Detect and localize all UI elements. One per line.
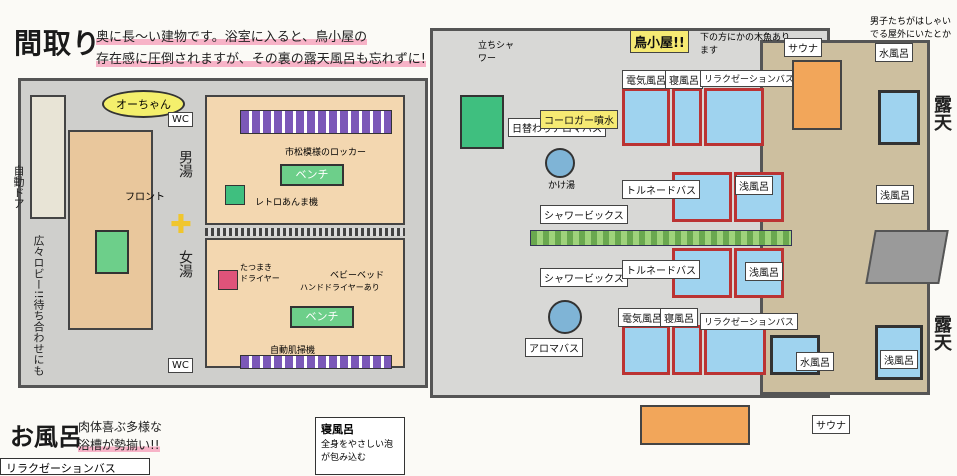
page-title: 間取り	[14, 27, 102, 60]
goldfish-label: コーロガー噴水	[540, 110, 618, 129]
lobby-area	[30, 95, 66, 219]
dryer	[218, 270, 238, 290]
men-note: 男子たちがはしゃいでる屋外にいたとか	[870, 17, 952, 40]
asa-top-label: 浅風呂	[735, 176, 773, 195]
roten-bath-top	[878, 90, 920, 145]
bird-house-note: 下の方にかの木魚あります	[700, 33, 791, 56]
auto-massager-label: 自動肌掃機	[270, 346, 316, 356]
ne-bath-bottom	[672, 325, 702, 375]
intro-line-2: 存在感に圧倒されますが、その裏の露天風呂も忘れずに!	[96, 48, 426, 67]
denki-bath-bottom	[622, 325, 670, 375]
roten-bottom-label: 露天	[931, 315, 952, 351]
intro-text-2b: 露天風呂も忘れずに!	[303, 52, 426, 67]
dryer-label-a: たつまき ドライヤー	[240, 263, 280, 283]
intro-text-1: 奥に長〜い建物です。浴室に入ると、鳥小屋の	[96, 30, 368, 45]
shower-box-top-label: シャワービックス	[540, 205, 628, 224]
tornado-top-label: トルネードバス	[622, 180, 700, 199]
sauna-top-label: サウナ	[784, 38, 822, 57]
asa-bottom-inner-label: 浅風呂	[745, 262, 783, 281]
massage-chair-label: レトロあんま機	[255, 198, 319, 208]
section-sub-1: 肉体喜ぶ多様な	[78, 420, 163, 434]
shower-top-label: 立ちシャワー	[478, 41, 515, 64]
aroma-bath-top	[460, 95, 504, 149]
ne-bath-card: 寝風呂 全身をやさしい泡が包み込む	[315, 417, 405, 475]
direction-arrow: ✚	[170, 210, 192, 240]
denki-bath-top	[622, 88, 670, 146]
bench-bottom: ベンチ	[290, 306, 354, 328]
sauna-bottom-label: サウナ	[812, 415, 850, 434]
intro-line-1: 奥に長〜い建物です。浴室に入ると、鳥小屋の	[96, 26, 368, 45]
mizu-top-label: 水風呂	[875, 43, 913, 62]
mens-bath-label: 男湯	[177, 150, 193, 178]
ne-top-label: 寝風呂	[665, 70, 703, 89]
wc-top-label: WC	[168, 112, 193, 127]
relax-top-label: リラクゼーションバス	[700, 70, 798, 87]
center-planter	[530, 230, 792, 246]
bottom-fountain	[548, 300, 582, 334]
front-counter	[95, 230, 129, 274]
asa-outdoor-bottom-label: 浅風呂	[880, 350, 918, 369]
denki-bottom-label: 電気風呂	[618, 308, 666, 327]
aroma-bottom-label: アロマバス	[525, 338, 583, 357]
divider-wall	[205, 228, 405, 236]
relax-bottom-label: リラクゼーションバス	[700, 313, 798, 330]
kakeyu-label: かけ湯	[548, 181, 576, 191]
massage-chair	[225, 185, 245, 205]
sauna-top	[792, 60, 842, 130]
section-sub-2: 浴槽が勢揃い!!	[78, 436, 160, 453]
outdoor-rock	[865, 230, 949, 284]
wc-bottom-label: WC	[168, 358, 193, 373]
tornado-bottom-label: トルネードバス	[622, 260, 700, 279]
shower-box-bottom-label: シャワービックス	[540, 268, 628, 287]
ne-bath-top	[672, 88, 702, 146]
intro-text-2a: 存在感に圧倒されますが、その裏の	[96, 52, 304, 67]
ne-card-text: 全身をやさしい泡が包み込む	[321, 440, 394, 463]
section-title: お風呂	[10, 422, 82, 451]
denki-top-label: 電気風呂	[622, 70, 670, 89]
bird-house-label: 鳥小屋!!	[630, 30, 689, 53]
womens-bath-label: 女湯	[177, 250, 193, 278]
baby-bed-label: ベビーベッド	[330, 271, 385, 281]
lobby-label: 広々ロビー!!待ち合わせにも	[32, 235, 45, 376]
section-sub-2-text: 浴槽が勢揃い!!	[78, 438, 160, 452]
dryer-label-b: ハンドドライヤーあり	[300, 283, 380, 292]
asa-outdoor-top-label: 浅風呂	[876, 185, 914, 204]
fountain	[545, 148, 575, 178]
ne-card-title: 寝風呂	[321, 423, 354, 436]
relax-bath-bottom	[704, 325, 766, 375]
ne-bottom-label: 寝風呂	[660, 308, 698, 327]
auto-door-label: 自動ドア	[12, 165, 25, 209]
front-label: フロント	[125, 192, 165, 203]
relax-bath-top	[704, 88, 764, 146]
roten-top-label: 露天	[931, 95, 952, 131]
locker-row-bottom	[240, 355, 392, 369]
mizu-bottom-label: 水風呂	[796, 352, 834, 371]
sauna-bottom	[640, 405, 750, 445]
locker-row-top	[240, 110, 392, 134]
locker-label: 市松模様のロッカー	[285, 148, 367, 158]
relax-card: リラクゼーションバス	[0, 458, 150, 475]
bench-top: ベンチ	[280, 164, 344, 186]
mascot-bubble: オーちゃん	[102, 90, 185, 118]
